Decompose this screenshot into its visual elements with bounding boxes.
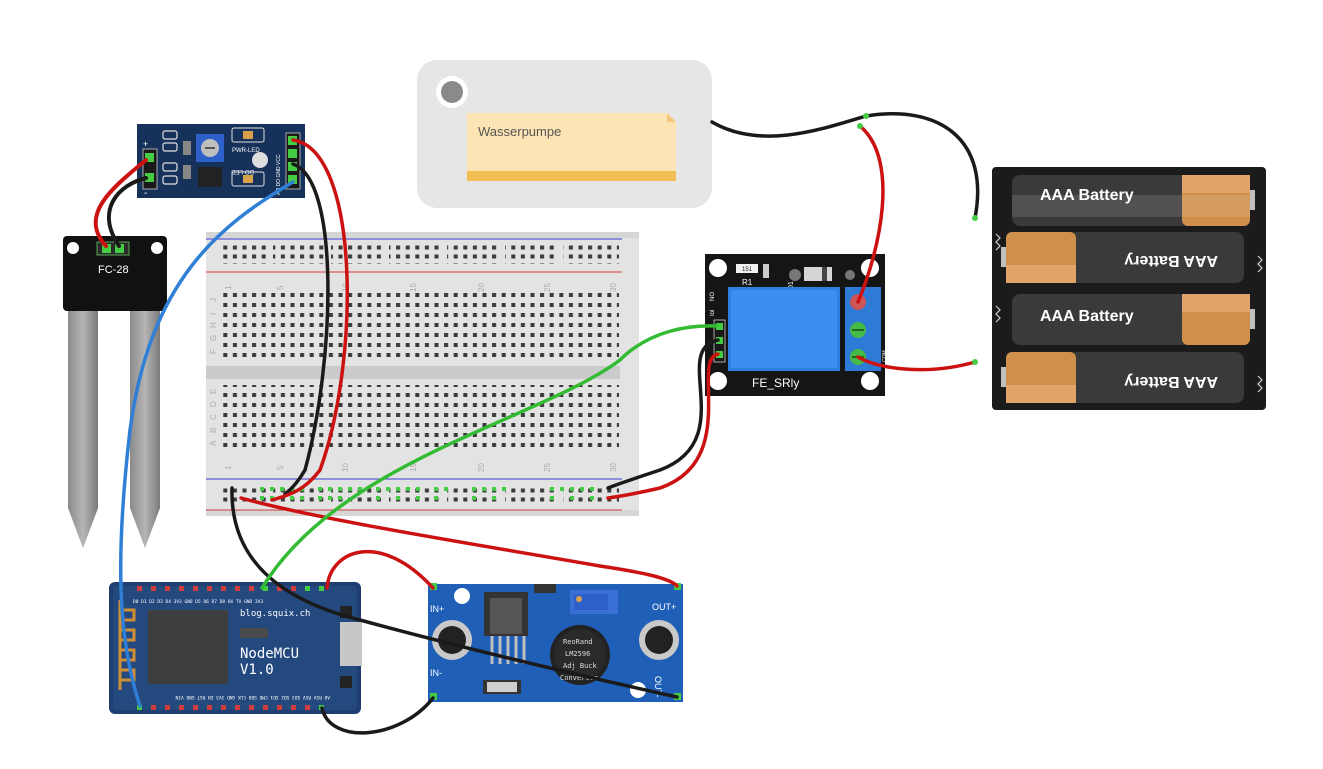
wire-relay-battery-red[interactable] [856, 355, 977, 372]
bb-row-C: C [209, 414, 218, 420]
bb-col-bottom-20: 20 [477, 463, 486, 472]
sensor-pin-labels: AO DO GND VCC [276, 154, 282, 195]
relay-module[interactable]: 151 R1 D1 NO Iol COM IN FE_SRly [705, 254, 888, 396]
nodemcu-top-pins: D0 D1 D2 D3 D4 3V3 GND D5 D6 D7 D8 RX TX… [133, 599, 263, 605]
wire-bb-buck-red[interactable] [239, 496, 679, 588]
bb-row-G: G [209, 335, 218, 341]
buck-out-plus: OUT+ [652, 602, 676, 612]
wire-relay-bb-black[interactable] [606, 338, 720, 490]
buck-chip-text-2: LM2596 [565, 650, 590, 658]
wire-probe-sensor-red[interactable] [93, 158, 148, 248]
battery-2: AAA Battery [1001, 232, 1244, 283]
buck-out-minus: OUT- [653, 676, 663, 698]
bb-row-J: J [209, 298, 218, 302]
battery-2-label: AAA Battery [1124, 252, 1218, 269]
bb-row-I: I [209, 313, 218, 315]
bb-col-top-25: 25 [543, 283, 552, 292]
nodemcu-board[interactable]: blog.squix.ch NodeMCU V1.0 D0 D1 D2 D3 D… [109, 582, 362, 714]
buck-in-minus: IN- [430, 668, 442, 678]
wire-nodemcu-buck-in-red[interactable] [325, 549, 435, 590]
sensor-plus: + [143, 139, 148, 149]
wire-pump-relay-red[interactable] [856, 124, 885, 304]
battery-3: AAA Battery [1012, 294, 1255, 345]
battery-pack[interactable]: AAA Battery AAA Battery AAA Battery AAA … [992, 167, 1266, 410]
wire-sensor-a0-blue[interactable] [118, 180, 295, 708]
nodemcu-name-line1: NodeMCU [240, 646, 299, 662]
nodemcu-url: blog.squix.ch [240, 609, 310, 619]
bb-col-top-10: 10 [341, 283, 350, 292]
bb-col-top-1: 1 [224, 285, 233, 290]
wire-sensor-bb-red[interactable] [270, 138, 349, 502]
bb-col-top-20: 20 [477, 283, 486, 292]
battery-1-label: AAA Battery [1040, 187, 1134, 204]
bb-col-top-30: 30 [609, 283, 618, 292]
wire-nodemcu-buck-in-black[interactable] [320, 696, 435, 735]
bb-row-A: A [209, 440, 218, 446]
bb-row-B: B [209, 428, 218, 433]
probe-label: FC-28 [98, 264, 129, 276]
buck-converter[interactable]: IN+ IN- OUT+ OUT- ReoRand LM2596 Adj Buc… [428, 583, 683, 702]
bb-col-bottom-5: 5 [276, 465, 285, 470]
buck-chip-text-4: Converter [560, 674, 598, 682]
relay-com-label: COM [882, 350, 888, 362]
bb-col-bottom-1: 1 [224, 465, 233, 470]
wire-probe-sensor-black[interactable] [107, 176, 148, 248]
relay-no-label: NO [710, 292, 716, 301]
bb-col-bottom-10: 10 [341, 463, 350, 472]
bb-col-top-15: 15 [409, 283, 418, 292]
bb-col-bottom-30: 30 [609, 463, 618, 472]
battery-4-label: AAA Battery [1124, 373, 1218, 390]
buck-in-plus: IN+ [430, 604, 444, 614]
buck-chip-text-1: ReoRand [563, 638, 593, 646]
water-pump[interactable]: Wasserpumpe [417, 60, 712, 208]
bb-row-F: F [209, 349, 218, 354]
relay-r1: R1 [742, 278, 753, 287]
battery-1: AAA Battery [1012, 175, 1255, 226]
moisture-probe-fc28[interactable]: FC-28 [63, 236, 167, 548]
nodemcu-bottom-pins: A0 RSV RSV SD3 SD2 SD1 CMD SD0 CLK GND 3… [175, 694, 330, 700]
battery-4: AAA Battery [1001, 352, 1244, 403]
buck-chip-text-3: Adj Buck [563, 662, 598, 670]
wire-signal-green[interactable] [260, 324, 718, 590]
sensor-pwr-led: PWR-LED [232, 148, 260, 154]
sensor-minus: - [144, 188, 147, 199]
battery-3-label: AAA Battery [1040, 308, 1134, 325]
wire-sensor-bb-black[interactable] [283, 162, 330, 496]
bb-row-D: D [209, 401, 218, 407]
wire-pump-battery-black[interactable] [710, 111, 980, 220]
bb-col-top-5: 5 [276, 285, 285, 290]
relay-label: FE_SRly [752, 376, 799, 390]
sensor-do-led: DO-LED [231, 168, 254, 174]
bb-row-H: H [209, 322, 218, 328]
breadboard[interactable]: 1 5 10 15 20 25 30 1 5 10 15 20 25 30 J … [206, 232, 639, 516]
relay-iol-label: Iol [710, 310, 716, 316]
wire-bb-buck-black[interactable] [230, 486, 679, 699]
relay-r1-code: 151 [742, 267, 753, 273]
bb-col-bottom-25: 25 [543, 463, 552, 472]
wires [93, 111, 980, 735]
bb-row-E: E [209, 389, 218, 394]
pump-label: Wasserpumpe [478, 124, 561, 139]
bb-col-bottom-15: 15 [409, 463, 418, 472]
nodemcu-name-line2: V1.0 [240, 662, 274, 678]
sensor-module[interactable]: + - PWR-LED DO-LED AO DO GND VCC [137, 124, 305, 199]
relay-d1: D1 [788, 281, 795, 290]
wire-relay-bb-red[interactable] [606, 352, 720, 500]
